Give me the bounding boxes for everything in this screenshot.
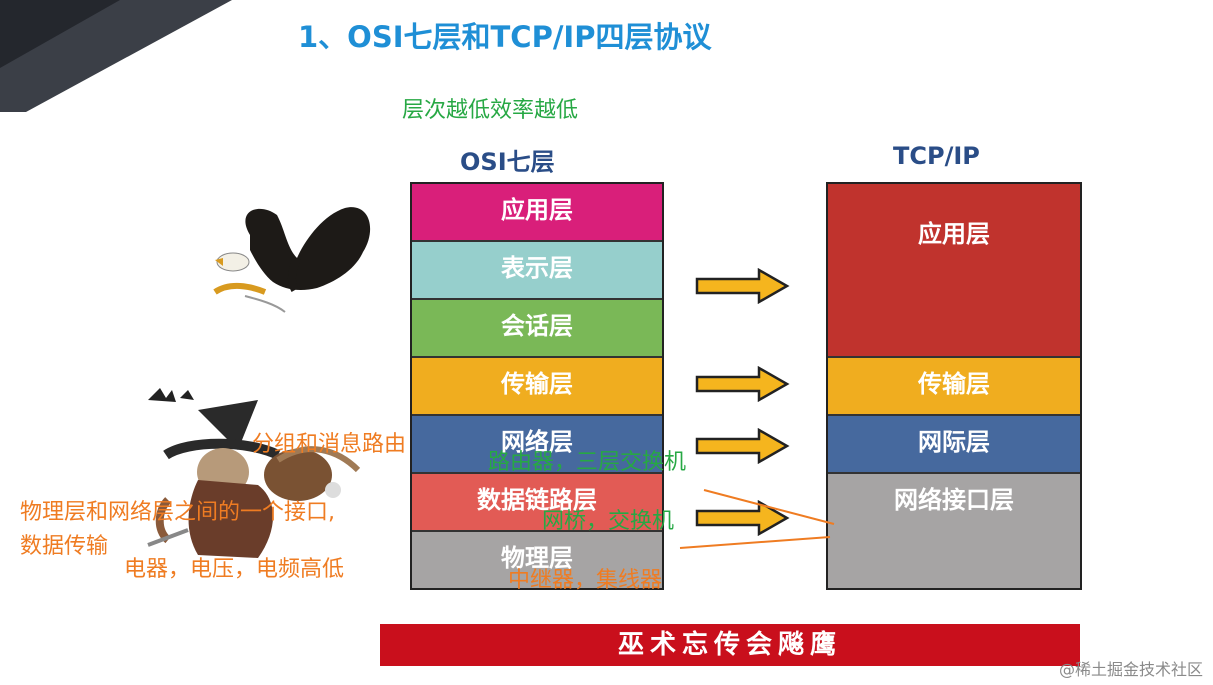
osi-layer-physical: 物理层 — [412, 532, 662, 588]
tcpip-layer-transport: 传输层 — [828, 358, 1080, 416]
note-bridges: 网桥，交换机 — [542, 509, 675, 534]
tcpip-layer-application: 应用层 — [828, 184, 1080, 358]
note-repeaters: 中继器，集线器 — [508, 568, 663, 593]
osi-layer-transport: 传输层 — [412, 358, 662, 416]
osi-layer-network: 网络层 — [412, 416, 662, 474]
tcpip-layer-network-interface: 网络接口层 — [828, 474, 1080, 588]
osi-layer-application: 应用层 — [412, 184, 662, 242]
arrow-datalink-icon — [695, 500, 790, 536]
osi-layer-presentation: 表示层 — [412, 242, 662, 300]
witch-icon — [147, 388, 361, 558]
osi-layer-datalink: 数据链路层 — [412, 474, 662, 532]
tcpip-header: TCP/IP — [893, 142, 980, 170]
page-title: 1、OSI七层和TCP/IP四层协议 — [298, 20, 712, 54]
arrow-application-icon — [695, 268, 790, 304]
osi-header: OSI七层 — [460, 148, 555, 176]
note-interface-line1: 物理层和网络层之间的一个接口, — [20, 500, 335, 525]
osi-stack: 应用层 表示层 会话层 传输层 网络层 数据链路层 物理层 — [410, 182, 664, 590]
corner-decoration — [0, 0, 232, 112]
note-electrical: 电器，电压，电频高低 — [124, 557, 345, 582]
note-routers: 路由器，三层交换机 — [488, 450, 687, 475]
arrow-network-icon — [695, 428, 790, 464]
osi-layer-session: 会话层 — [412, 300, 662, 358]
mnemonic-banner: 巫术忘传会飚鹰 — [380, 624, 1080, 666]
arrow-transport-icon — [695, 366, 790, 402]
note-packet-routing: 分组和消息路由 — [252, 432, 407, 457]
tcpip-layer-internet: 网际层 — [828, 416, 1080, 474]
note-interface-line2: 数据传输 — [20, 534, 109, 559]
watermark: @稀土掘金技术社区 — [1058, 660, 1203, 679]
tcpip-stack: 应用层 传输层 网际层 网络接口层 — [826, 182, 1082, 590]
note-efficiency: 层次越低效率越低 — [402, 98, 579, 123]
eagle-icon — [213, 207, 371, 313]
